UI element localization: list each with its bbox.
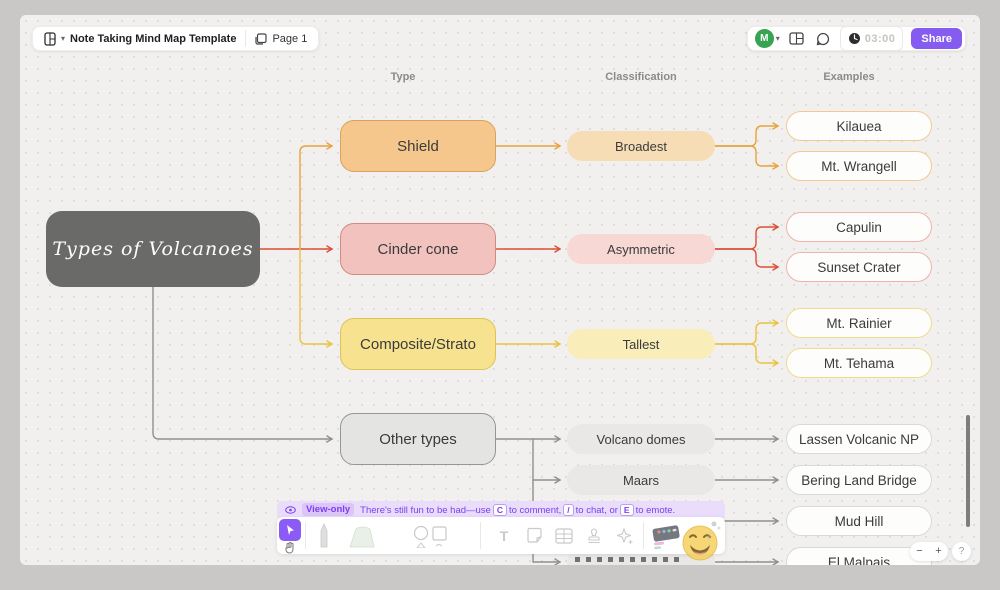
sparkle-icon: [616, 527, 633, 544]
avatar[interactable]: M: [754, 29, 774, 48]
example-node-mt-tehama[interactable]: Mt. Tehama: [786, 348, 932, 378]
timer-value: 03:00: [864, 32, 896, 45]
example-node-lassen[interactable]: Lassen Volcanic NP: [786, 424, 932, 454]
example-node-sunset-crater[interactable]: Sunset Crater: [786, 252, 932, 282]
keycap-e: E: [619, 503, 634, 516]
top-right-toolbar: M ▾ 03:00 Share: [746, 26, 966, 51]
page-selector[interactable]: Page 1: [246, 27, 316, 50]
laughing-emoji-icon: [682, 521, 721, 561]
bottom-toolbar: T: [277, 517, 725, 561]
class-node-tallest[interactable]: Tallest: [567, 329, 715, 359]
add-tool-button[interactable]: +: [697, 517, 721, 554]
toolbar-separator: [480, 522, 481, 549]
file-title: Note Taking Mind Map Template: [70, 32, 237, 45]
view-only-banner: View-only There's still fun to be had—us…: [277, 501, 725, 518]
stickers-icon: [652, 524, 680, 549]
marker-icon: [320, 522, 328, 547]
clipped-node-text: [575, 557, 685, 562]
figjam-file-icon: [44, 31, 56, 46]
column-header-examples: Examples: [823, 71, 875, 83]
sticky-note-tool-button[interactable]: [523, 517, 545, 554]
connector-root-other: [152, 286, 334, 443]
connector-root-shield: [299, 142, 334, 250]
text-tool-label: T: [499, 527, 509, 544]
grid-icon: [789, 32, 804, 45]
table-tool-button[interactable]: [553, 517, 575, 554]
divider: [245, 30, 247, 47]
example-node-mud-hill[interactable]: Mud Hill: [786, 506, 932, 536]
example-node-bering[interactable]: Bering Land Bridge: [786, 465, 932, 495]
eye-icon: [285, 505, 296, 514]
type-node-other-types[interactable]: Other types: [340, 413, 496, 465]
toolbar-separator: [305, 522, 306, 549]
emote-tool-button[interactable]: [681, 517, 721, 565]
class-node-maars[interactable]: Maars: [567, 465, 715, 495]
class-node-broadest[interactable]: Broadest: [567, 131, 715, 161]
column-header-classification: Classification: [605, 71, 677, 83]
type-node-shield[interactable]: Shield: [340, 120, 496, 172]
keycap-c: C: [492, 503, 507, 516]
file-menu[interactable]: ▾ Note Taking Mind Map Template: [35, 27, 245, 50]
timer-clock-icon: [848, 33, 860, 44]
example-node-mt-rainier[interactable]: Mt. Rainier: [786, 308, 932, 338]
zoom-in-button[interactable]: +: [935, 545, 942, 557]
connector-tallest-tehama: [714, 343, 780, 367]
text-tool-button[interactable]: T: [493, 517, 515, 554]
highlighter-tool-button[interactable]: [345, 517, 379, 554]
shapes-icon: [413, 525, 447, 548]
table-icon: [555, 527, 573, 544]
hand-tool-button[interactable]: [282, 541, 298, 555]
minimap-button[interactable]: [788, 30, 806, 48]
help-button[interactable]: ?: [952, 542, 971, 561]
connector-root-composite: [299, 248, 334, 348]
example-node-kilauea[interactable]: Kilauea: [786, 111, 932, 141]
shapes-tool-button[interactable]: [411, 517, 451, 554]
share-button[interactable]: Share: [911, 28, 962, 49]
chat-bubble-icon: [816, 32, 829, 45]
class-node-volcano-domes[interactable]: Volcano domes: [567, 424, 715, 454]
vertical-scrollbar[interactable]: [966, 415, 970, 527]
type-node-composite[interactable]: Composite/Strato: [340, 318, 496, 370]
stamp-tool-button[interactable]: [583, 517, 605, 554]
column-header-type: Type: [390, 71, 416, 83]
cursor-icon: [286, 525, 294, 535]
page-icon: [255, 32, 268, 45]
root-node[interactable]: Types of Volcanoes: [46, 211, 260, 287]
zoom-controls: − +: [910, 542, 948, 561]
hand-icon: [285, 542, 294, 554]
toolbar-separator: [643, 522, 644, 549]
stamp-icon: [588, 528, 600, 544]
user-menu[interactable]: M ▾: [754, 29, 780, 48]
chevron-down-icon: ▾: [61, 34, 66, 43]
zoom-out-button[interactable]: −: [916, 545, 923, 557]
timer-widget[interactable]: 03:00: [839, 26, 904, 51]
example-node-capulin[interactable]: Capulin: [786, 212, 932, 242]
connector-broadest-wrangell: [714, 145, 780, 170]
connector-asymmetric-sunset: [714, 248, 780, 271]
class-node-asymmetric[interactable]: Asymmetric: [567, 234, 715, 264]
connector-tallest-rainier: [714, 319, 780, 345]
connector-layer: [152, 122, 780, 565]
comment-button[interactable]: [814, 30, 832, 48]
connector-asymmetric-capulin: [714, 223, 780, 250]
file-menu-pill: ▾ Note Taking Mind Map Template Page 1: [32, 26, 320, 51]
example-node-mt-wrangell[interactable]: Mt. Wrangell: [786, 151, 932, 181]
connector-broadest-kilauea: [714, 122, 780, 147]
stickers-tool-button[interactable]: [649, 517, 685, 554]
select-tool-button[interactable]: [279, 519, 301, 541]
sticky-note-icon: [526, 527, 542, 543]
whiteboard-canvas[interactable]: Type Classification Examples Types of Vo…: [20, 15, 980, 565]
keycap-slash: /: [563, 503, 574, 516]
chevron-down-icon: ▾: [775, 34, 780, 43]
highlighter-icon: [349, 526, 375, 547]
view-only-badge: View-only: [302, 503, 355, 516]
plus-icon: +: [704, 527, 714, 544]
page-label: Page 1: [272, 32, 308, 45]
sparkle-tool-button[interactable]: [614, 517, 636, 554]
type-node-cinder-cone[interactable]: Cinder cone: [340, 223, 496, 275]
marker-tool-button[interactable]: [313, 517, 335, 554]
